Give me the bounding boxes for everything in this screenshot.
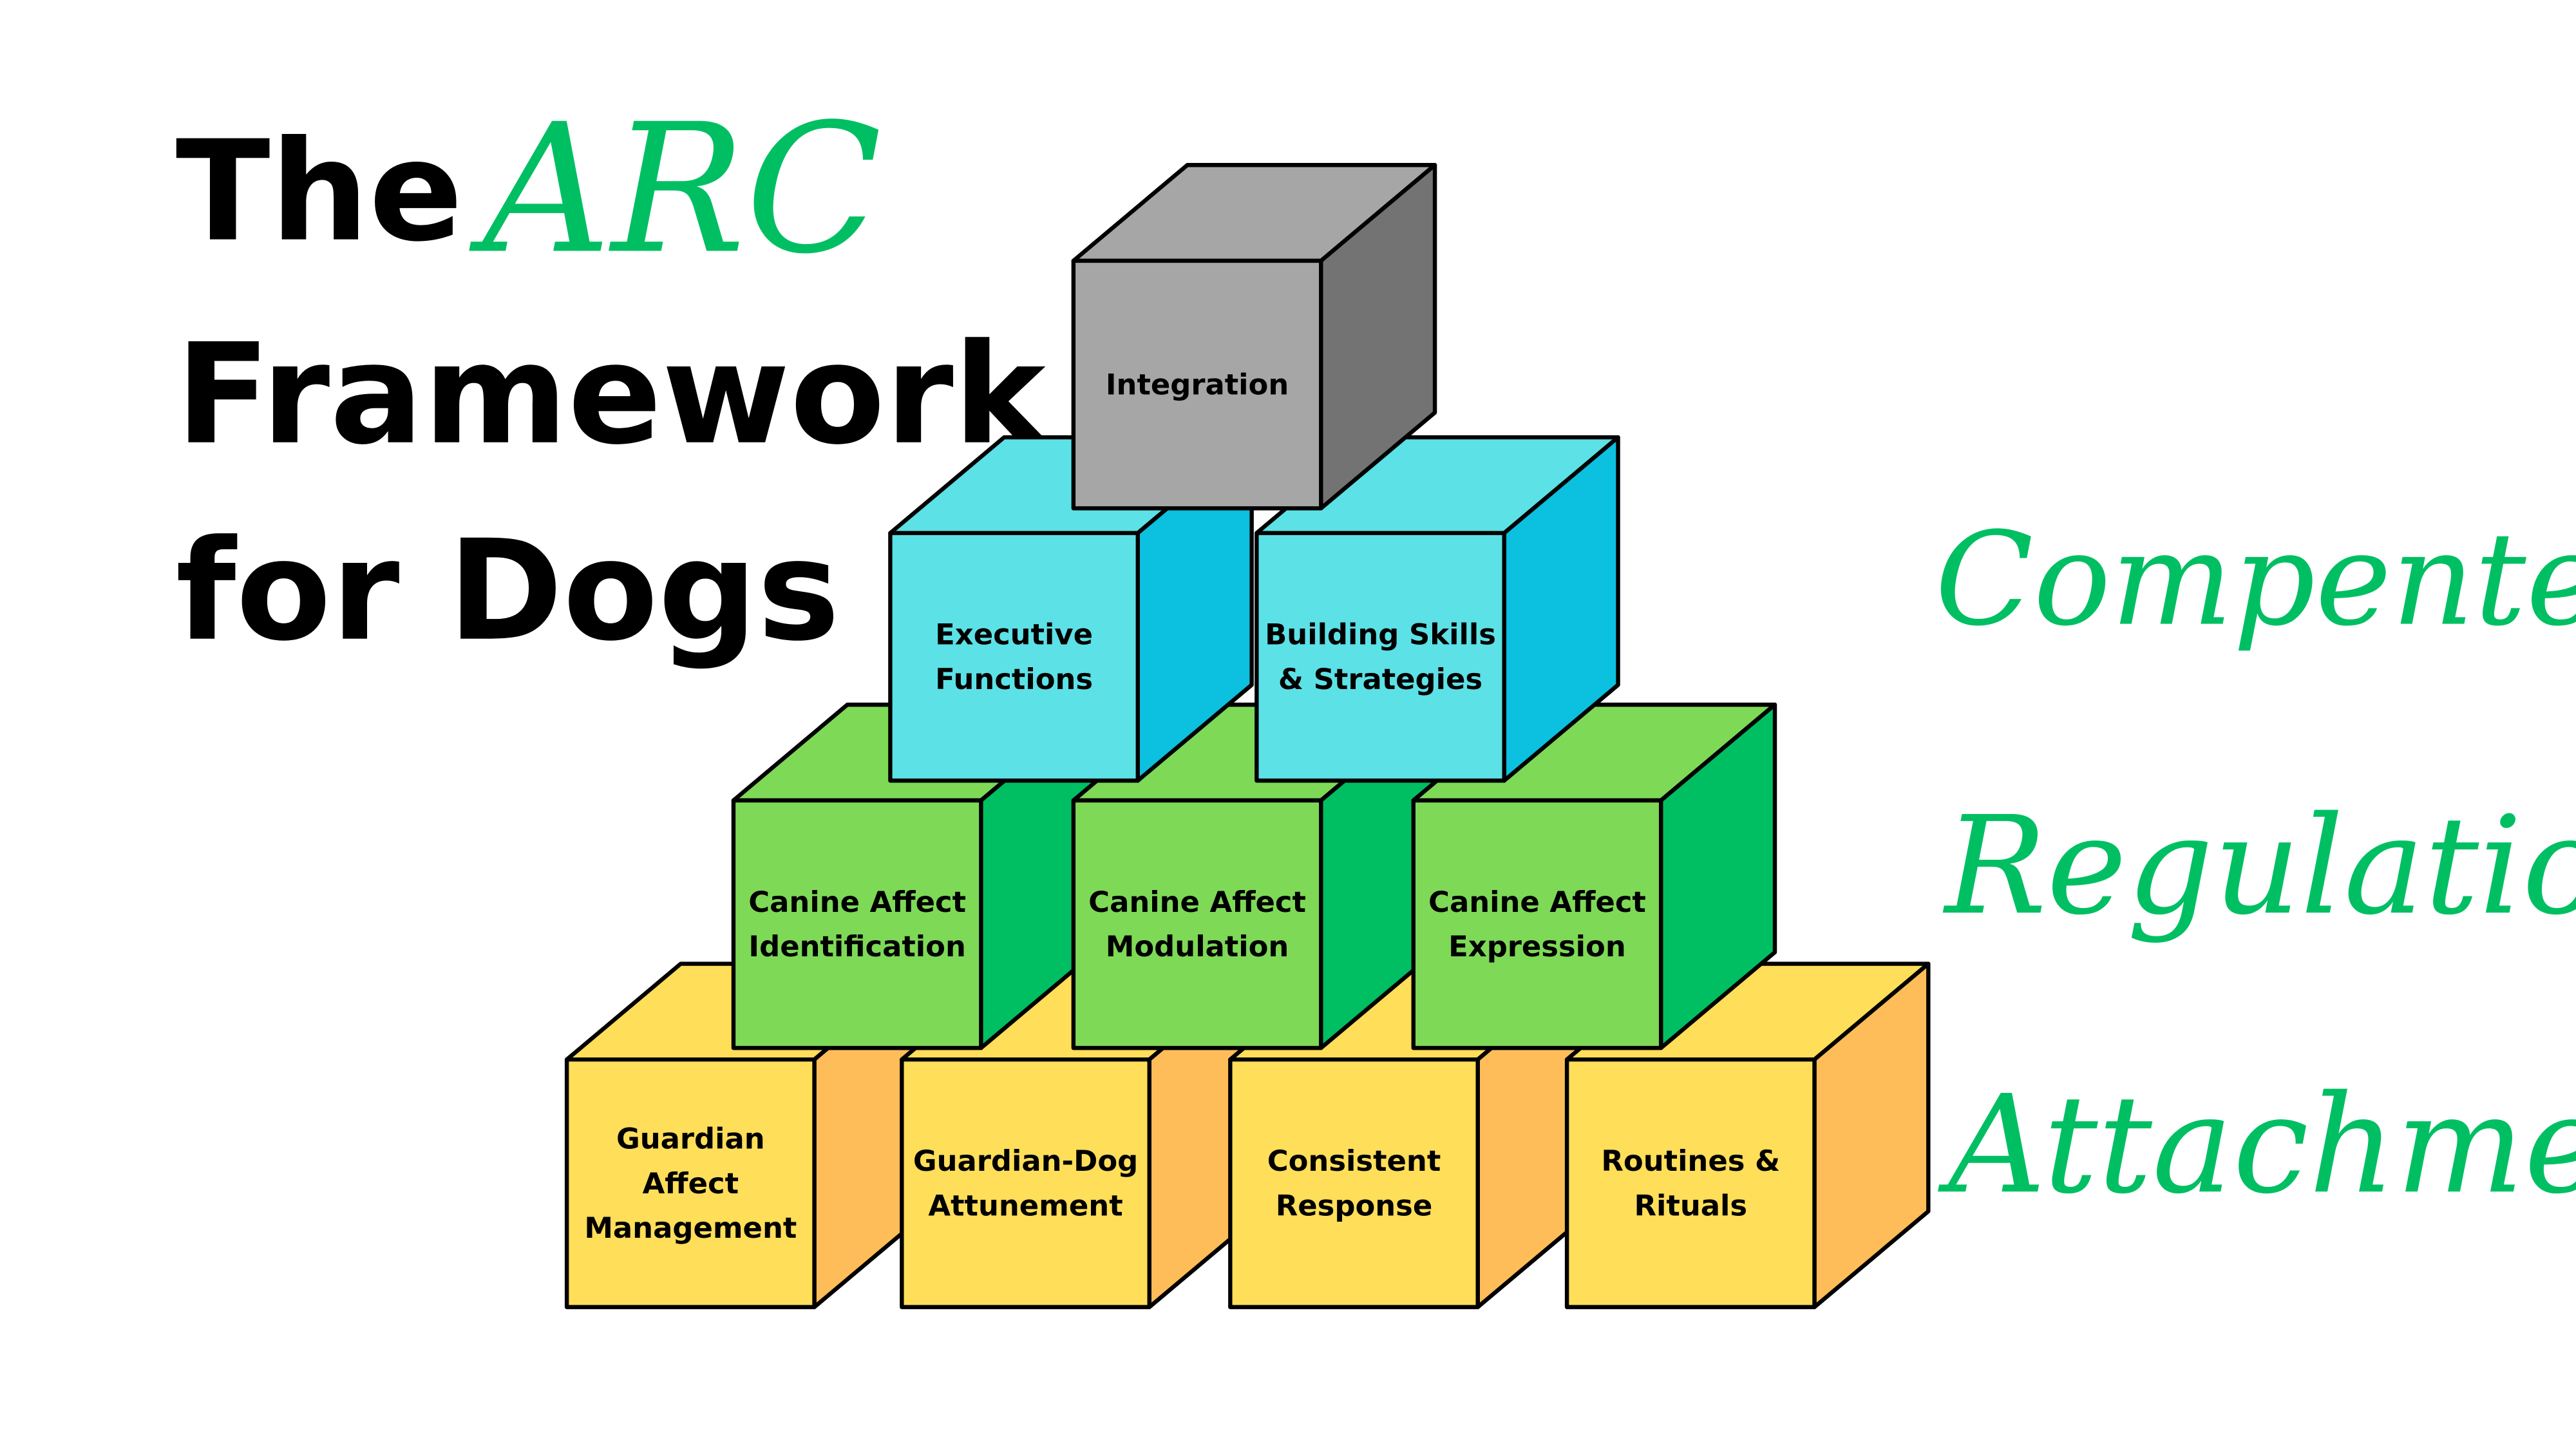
cube-label-line: Expression [1448,929,1626,963]
title-framework: Framework [176,314,1049,475]
cube-front-face [1071,798,1323,1050]
cube-label-line: Consistent [1267,1144,1441,1178]
cube-label-line: Rituals [1634,1188,1748,1222]
cube-label-line: & Strategies [1278,662,1482,696]
cube-label: Routines & Rituals [1601,1144,1780,1222]
cube-label: Integration [1106,367,1289,401]
cube-front-face [888,531,1141,783]
cube-label-line: Guardian-Dog [913,1144,1138,1178]
cube-label-line: Guardian [616,1122,765,1156]
cube-front-face [1228,1057,1480,1309]
cube-label-line: Affect [643,1166,739,1200]
layer-attachment: Attachment [1938,1066,2576,1224]
cube-front-face [1255,531,1506,783]
cube-label-line: Canine Affect [1088,885,1306,919]
cube-label-line: Functions [935,662,1093,696]
cube-integration: Integration [1071,163,1437,511]
title-arc: ARC [469,86,882,294]
layer-regulation: Regulation [1942,787,2576,945]
cube-label-line: Integration [1106,367,1289,401]
cube-label-line: Management [584,1211,797,1245]
cube-label-line: Identification [748,929,965,963]
cube-label-line: Canine Affect [1428,885,1646,919]
cube-label: Building Skills & Strategies [1265,618,1496,696]
layer-competency: Compentency [1935,505,2576,655]
cube-label-line: Routines & [1601,1144,1780,1178]
title-for-dogs: for Dogs [176,510,840,672]
cube-front-face [900,1057,1151,1309]
cube-front-face [731,798,983,1050]
cube-label-line: Response [1276,1188,1433,1222]
cube-label-line: Executive [935,618,1093,652]
cube-label-line: Building Skills [1265,618,1496,652]
cube-label-line: Attunement [928,1188,1122,1222]
cube-building-skills-strategies: Building Skills & Strategies [1255,435,1620,783]
cube-label-line: Modulation [1106,929,1289,963]
cube-front-face [1071,258,1323,511]
cube-label-line: Canine Affect [748,885,966,919]
cube-front-face [1564,1057,1817,1309]
title-the: The [176,111,463,272]
cube-front-face [1411,798,1663,1050]
cube-front-face [564,1057,817,1309]
